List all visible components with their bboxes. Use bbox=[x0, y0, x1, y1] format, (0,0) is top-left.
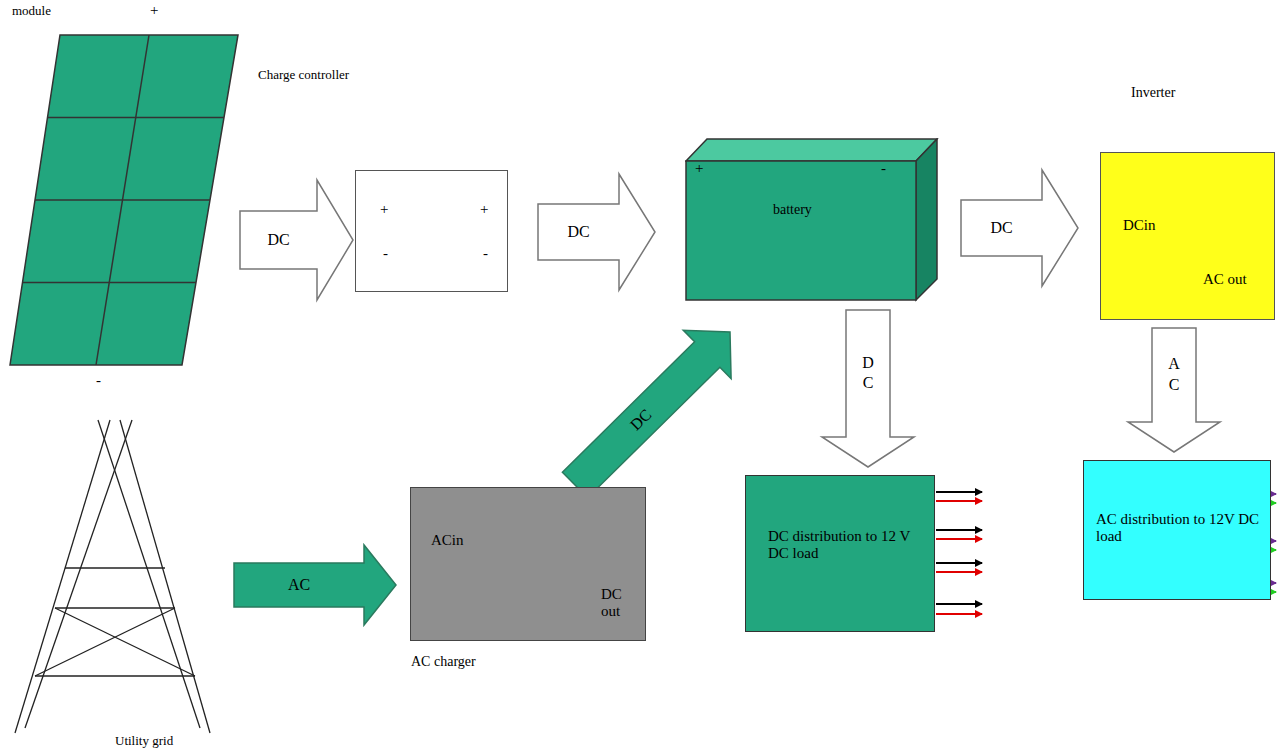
grid-label: Utility grid bbox=[115, 734, 173, 749]
ac-distribution-box: AC distribution to 12V DC load bbox=[1083, 460, 1271, 600]
terminal-sign: + bbox=[480, 201, 488, 218]
ac-charger: ACinDC outAC charger bbox=[410, 487, 646, 641]
arrow-label: DC bbox=[267, 231, 289, 249]
block-arrow bbox=[822, 310, 914, 467]
port-label: ACin bbox=[431, 532, 464, 549]
inverter: InverterDCinAC out bbox=[1100, 152, 1275, 320]
solar-panel bbox=[10, 20, 250, 380]
arrow-label: DC bbox=[990, 219, 1012, 237]
battery: + - battery bbox=[685, 138, 939, 302]
battery-label: battery bbox=[773, 202, 812, 218]
arrow-label: DC bbox=[860, 353, 876, 395]
arrow-label: AC bbox=[1166, 354, 1182, 396]
block-arrow bbox=[1128, 328, 1220, 452]
port-label: DCin bbox=[1123, 217, 1156, 234]
terminal-sign: - bbox=[96, 372, 101, 389]
box-text: AC distribution to 12V DC load bbox=[1096, 511, 1261, 546]
transmission-tower bbox=[10, 418, 220, 738]
block-arrow bbox=[240, 180, 353, 300]
port-label: DC out bbox=[601, 586, 635, 621]
block-arrow bbox=[234, 545, 396, 625]
solar-module: module+- bbox=[10, 20, 238, 380]
dc-distribution-box: DC distribution to 12 V DC load bbox=[745, 475, 935, 632]
charge-controller: + + - - bbox=[355, 170, 508, 292]
block-arrow bbox=[562, 330, 731, 498]
arrow-label: AC bbox=[288, 576, 310, 594]
terminal-sign: - bbox=[483, 245, 488, 262]
port-label: AC out bbox=[1203, 271, 1247, 288]
battery-body bbox=[685, 138, 939, 302]
terminal-sign: - bbox=[881, 160, 886, 177]
charger-label: AC charger bbox=[411, 654, 476, 670]
block-arrow bbox=[538, 174, 655, 290]
terminal-sign: + bbox=[695, 160, 703, 177]
arrow-label: DC bbox=[567, 223, 589, 241]
terminal-sign: + bbox=[380, 201, 388, 218]
inverter-label: Inverter bbox=[1131, 85, 1175, 101]
terminal-sign: - bbox=[383, 245, 388, 262]
box-text: DC distribution to 12 V DC load bbox=[768, 528, 928, 563]
module-label: module bbox=[12, 4, 51, 19]
component-label: Charge controller bbox=[258, 68, 349, 83]
block-arrow bbox=[961, 170, 1078, 286]
utility-grid: Utility grid bbox=[10, 418, 220, 752]
terminal-sign: + bbox=[150, 2, 158, 19]
